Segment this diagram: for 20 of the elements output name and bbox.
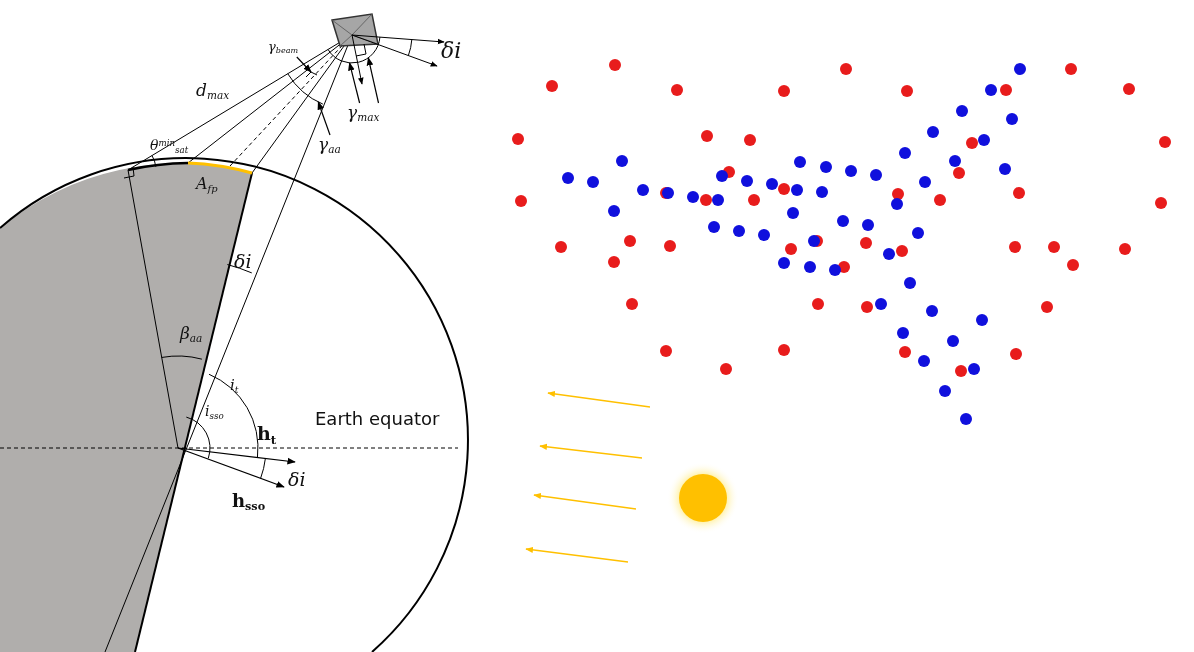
leader-line (296, 56, 312, 73)
math-label: δi (441, 40, 462, 62)
math-label: β$_{aa}$ (180, 325, 203, 344)
angle-label: γ$_{max}$ (347, 104, 380, 123)
leader-line (366, 56, 380, 104)
angle-arc (287, 73, 324, 105)
math-label: d$_{max}$ (196, 82, 230, 101)
math-label: i$_{sso}$ (205, 404, 224, 421)
leader-line (317, 101, 331, 136)
equator-label: Earth equator (315, 410, 440, 428)
math-label: h$_{t}$ (257, 424, 277, 447)
angle-label: γ$_{beam}$ (268, 40, 299, 56)
math-label: h$_{sso}$ (232, 492, 266, 513)
math-label: δi (234, 252, 252, 271)
angle-arc (327, 36, 381, 64)
angle-label: γ$_{aa}$ (318, 136, 341, 155)
math-label: i$_{t}$ (230, 378, 239, 395)
math-label: δi (288, 470, 306, 489)
math-label: A$_{fp}$ (196, 176, 218, 194)
leader-line (348, 62, 361, 104)
